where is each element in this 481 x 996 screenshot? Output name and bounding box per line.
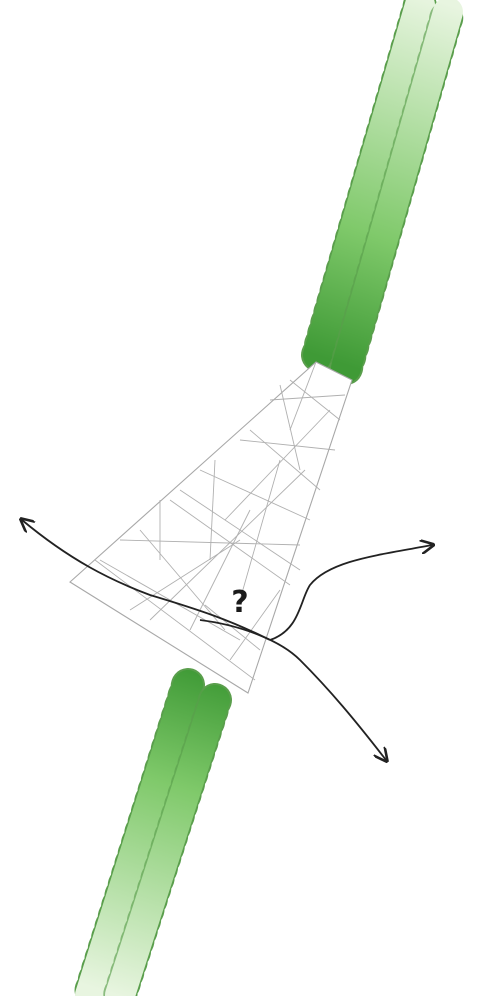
- upper-filament-bundle: [318, 5, 448, 368]
- lower-filament-bundle: [90, 685, 215, 995]
- crosslinked-mesh: [70, 362, 352, 693]
- arrow-upper-right: [270, 545, 432, 640]
- question-mark: ?: [231, 585, 248, 620]
- mesh-outline: [70, 362, 352, 693]
